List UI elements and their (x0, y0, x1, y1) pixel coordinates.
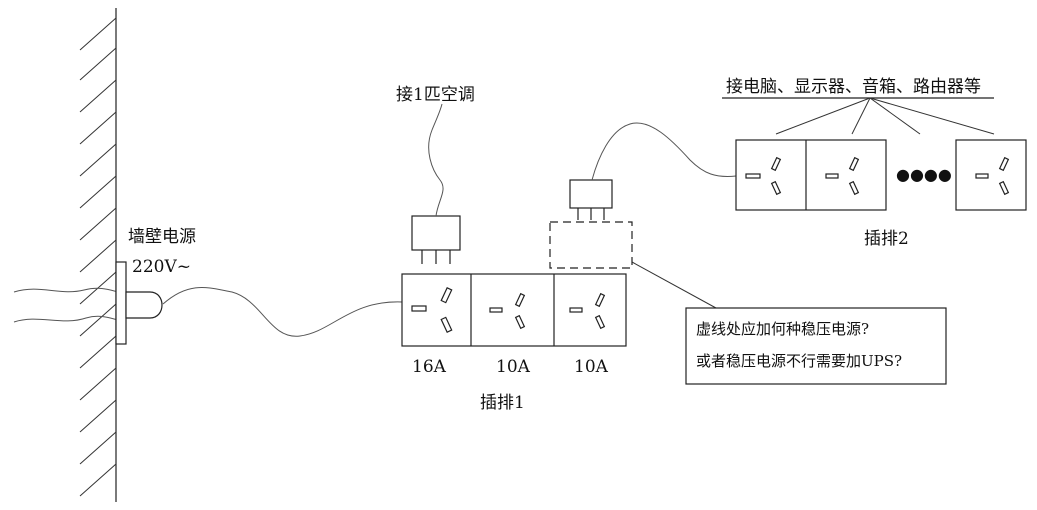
wall (79, 8, 117, 502)
outlet-s2-c (975, 156, 1010, 196)
callout-pointer (631, 261, 717, 309)
outlet-s2-b (825, 156, 860, 196)
wall-power-label: 墙壁电源 (128, 227, 196, 247)
outlet-10a-a (489, 292, 526, 330)
wall-socket (115, 261, 163, 345)
strip2-plug (569, 179, 613, 220)
outlet-s2-a (745, 156, 782, 196)
voltage-label: 220V~ (132, 257, 191, 277)
power-strip-1 (401, 273, 627, 347)
regulator-placeholder-dashed (549, 221, 633, 269)
rating-16a: 16A (412, 357, 447, 377)
wire-strip2 (591, 122, 737, 181)
ellipsis-dots: ●●●● (896, 165, 952, 184)
ac-plug (411, 215, 461, 264)
question-line-2: 或者稳压电源不行需要加UPS? (696, 352, 902, 370)
strip1-label: 插排1 (480, 393, 525, 413)
power-strip-2-end (955, 139, 1027, 211)
rating-10a-1: 10A (496, 357, 531, 377)
device-fan-lines (775, 97, 995, 135)
outlet-16a (411, 287, 453, 333)
question-line-1: 虚线处应加何种稳压电源? (696, 320, 869, 338)
in-wall-wires (13, 287, 119, 323)
strip2-label: 插排2 (864, 229, 909, 249)
question-callout: 虚线处应加何种稳压电源? 或者稳压电源不行需要加UPS? (685, 307, 947, 385)
wire-wall-to-strip1 (162, 286, 403, 337)
outlet-10a-b (569, 292, 606, 330)
rating-10a-2: 10A (574, 357, 609, 377)
devices-note-label: 接电脑、显示器、音箱、路由器等 (726, 77, 981, 97)
ac-note-label: 接1匹空调 (396, 85, 475, 105)
wire-ac (428, 103, 444, 217)
power-strip-2 (735, 139, 887, 211)
